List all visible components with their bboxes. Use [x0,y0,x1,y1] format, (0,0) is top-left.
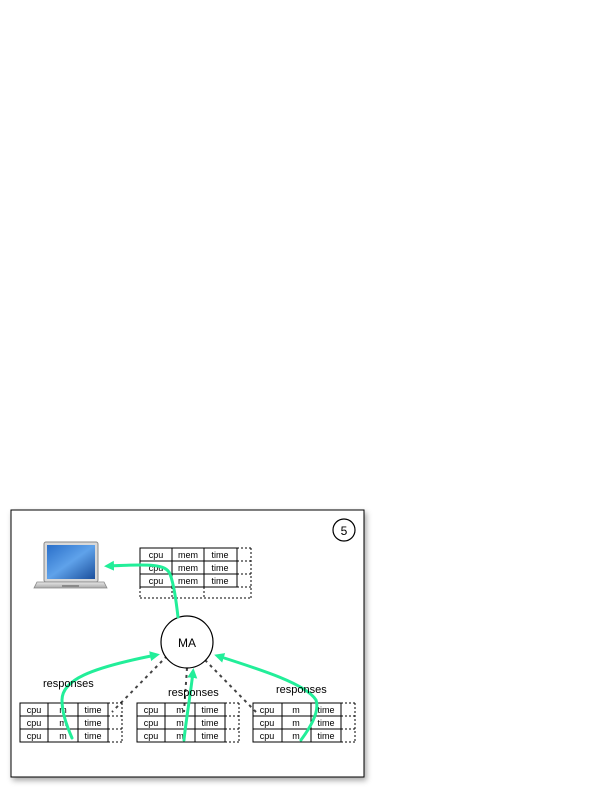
bottom-table-cell: time [201,705,218,715]
top-table-cell: cpu [149,563,164,573]
ma-node-label: MA [178,636,196,650]
bottom-table-cell: cpu [27,718,42,728]
arrow-ma-to-laptop [104,560,180,619]
arrow-right-response [214,653,319,742]
bottom-table-cell: time [201,731,218,741]
bottom-table-right: cpu m time cpu m time cpu m time [252,702,356,743]
bottom-table-cell: time [201,718,218,728]
response-arrows [60,560,319,742]
bottom-table-cell: m [176,718,184,728]
slide-number-badge: 5 [332,518,356,542]
bottom-table-cell: cpu [27,731,42,741]
bottom-table-cell: time [317,731,334,741]
top-table: cpu mem time cpu mem time cpu mem time [139,547,252,599]
responses-label-middle: responses [168,687,219,699]
bottom-table-cell: m [59,731,67,741]
top-table-cell: mem [178,550,198,560]
slide-number: 5 [341,524,348,538]
top-table-cell: time [211,576,228,586]
bottom-table-cell: time [84,731,101,741]
bottom-table-middle: cpu m time cpu m time cpu m time [136,702,240,743]
bottom-table-cell: m [176,731,184,741]
bottom-table-cell: time [317,705,334,715]
bottom-table-cell: cpu [27,705,42,715]
ma-node: MA [160,615,214,669]
top-table-cell: time [211,550,228,560]
top-table-cell: mem [178,576,198,586]
bottom-table-cell: cpu [144,718,159,728]
bottom-table-cell: cpu [260,718,275,728]
top-table-cell: cpu [149,550,164,560]
bottom-table-cell: time [84,718,101,728]
bottom-table-cell: time [317,718,334,728]
laptop-icon [33,541,108,589]
bottom-table-cell: m [292,731,300,741]
bottom-table-cell: m [59,718,67,728]
bottom-table-cell: m [292,718,300,728]
bottom-table-cell: cpu [260,731,275,741]
top-table-cell: mem [178,563,198,573]
arrow-left-response [60,651,160,740]
bottom-table-cell: m [176,705,184,715]
arrow-middle-response [182,668,198,742]
top-table-cell: cpu [149,576,164,586]
responses-label-right: responses [276,684,327,696]
top-table-cell: time [211,563,228,573]
responses-label-left: responses [43,678,94,690]
bottom-table-cell: cpu [144,705,159,715]
bottom-table-cell: time [84,705,101,715]
bottom-table-cell: cpu [144,731,159,741]
bottom-table-cell: cpu [260,705,275,715]
bottom-table-cell: m [292,705,300,715]
